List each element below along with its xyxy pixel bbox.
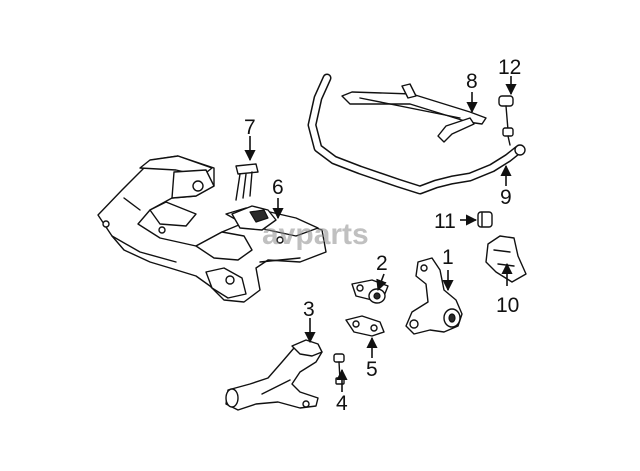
- watermark-text: avparts: [262, 218, 369, 251]
- lower-control-arm[interactable]: [225, 339, 323, 411]
- stabilizer-bracket[interactable]: [341, 83, 487, 143]
- callout-12: 12: [498, 56, 521, 79]
- callout-7: 7: [244, 116, 256, 139]
- callout-6: 6: [272, 176, 284, 199]
- crossmember-bolt[interactable]: [235, 163, 259, 201]
- callout-5: 5: [366, 358, 378, 381]
- stabilizer-link[interactable]: [498, 95, 514, 146]
- callout-leaders: [244, 76, 517, 392]
- callout-2: 2: [376, 252, 388, 275]
- steering-knuckle[interactable]: [405, 257, 463, 335]
- callout-4: 4: [336, 392, 348, 415]
- callout-1: 1: [442, 246, 454, 269]
- stabilizer-bar[interactable]: [307, 73, 526, 195]
- ball-joint[interactable]: [351, 279, 389, 304]
- ball-joint-plate[interactable]: [345, 315, 385, 337]
- leader-2: [376, 273, 387, 292]
- callout-10: 10: [496, 294, 519, 317]
- callout-8: 8: [466, 70, 478, 93]
- callout-11: 11: [434, 210, 456, 233]
- callout-3: 3: [303, 298, 315, 321]
- stabilizer-bushing[interactable]: [477, 211, 493, 228]
- callout-9: 9: [500, 186, 512, 209]
- callout-labels: 1 2 3 4 5 6 7 8 9 10 11 12: [244, 56, 521, 415]
- crossmember-insulator[interactable]: [231, 205, 277, 231]
- splash-shield[interactable]: [485, 235, 527, 283]
